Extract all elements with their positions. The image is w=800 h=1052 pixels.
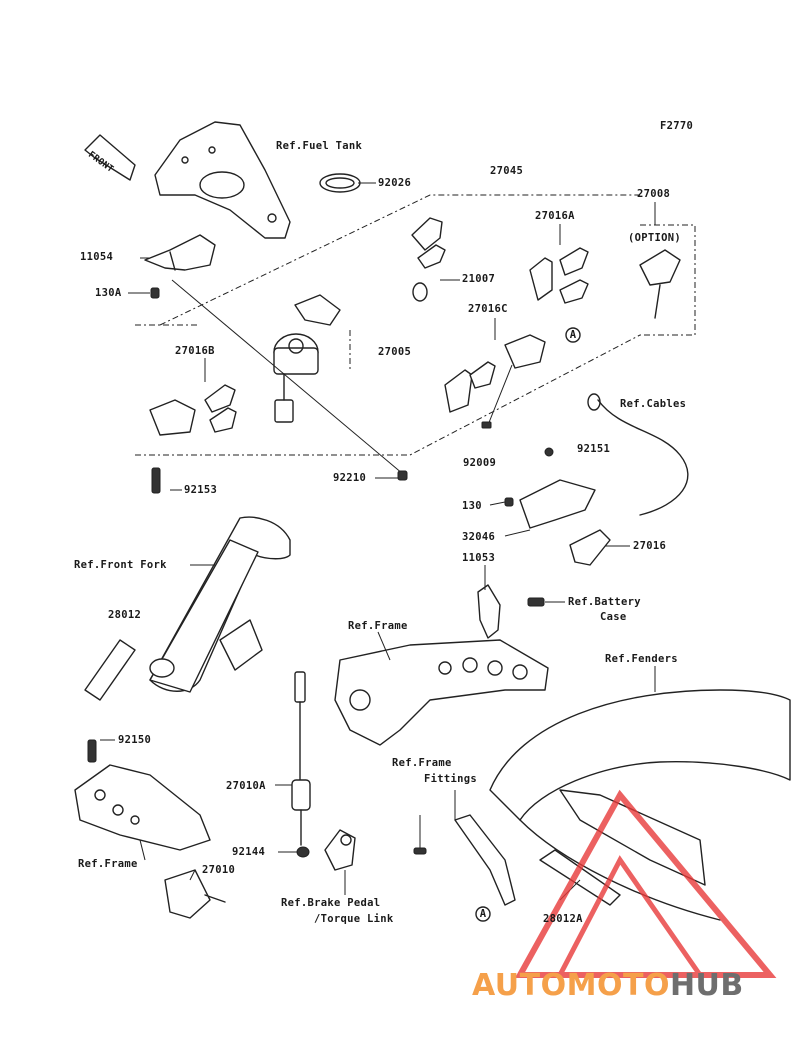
ring-92026 xyxy=(319,173,361,193)
label-torque-link: /Torque Link xyxy=(314,913,394,925)
label-27045: 27045 xyxy=(490,165,524,177)
label-ref-front-fork: Ref.Front Fork xyxy=(74,559,167,571)
label-ref-frame-bottom: Ref.Frame xyxy=(78,858,138,870)
fuel-tank-plate xyxy=(154,121,291,239)
label-92153: 92153 xyxy=(184,484,218,496)
label-27010a: 27010A xyxy=(226,780,266,792)
label-ref-frame-top: Ref.Frame xyxy=(348,620,408,632)
label-27008: 27008 xyxy=(637,188,671,200)
band-28012 xyxy=(84,639,136,701)
label-21007: 21007 xyxy=(462,273,496,285)
bolt-92009 xyxy=(481,421,492,429)
keys-21007 xyxy=(411,217,446,302)
marker-a-bottom xyxy=(475,906,491,922)
label-27016a: 27016A xyxy=(535,210,575,222)
lock-27016b xyxy=(149,384,237,436)
label-11054: 11054 xyxy=(80,251,114,263)
label-option: (OPTION) xyxy=(628,232,681,244)
label-27016: 27016 xyxy=(633,540,667,552)
leader-92009 xyxy=(487,364,513,426)
watermark-logo: AUTOMOTOHUB xyxy=(472,968,792,1008)
leader-92210 xyxy=(171,279,404,475)
ignition-switch-27005 xyxy=(273,294,341,423)
bolt-130a xyxy=(150,287,160,299)
figure-code: F2770 xyxy=(660,120,694,132)
label-92151: 92151 xyxy=(577,443,611,455)
front-arrow-icon xyxy=(84,134,136,181)
frame-fittings-bracket xyxy=(413,814,516,906)
bracket-11054 xyxy=(144,234,216,271)
frame-center xyxy=(334,639,549,746)
fender xyxy=(489,689,791,921)
sensor-27010a xyxy=(291,671,311,858)
label-case: Case xyxy=(600,611,627,623)
label-ref-frame-fittings-2: Fittings xyxy=(424,773,477,785)
frame-bottom-left xyxy=(74,739,226,919)
label-27016c: 27016C xyxy=(468,303,508,315)
label-32046: 32046 xyxy=(462,531,496,543)
label-130: 130 xyxy=(462,500,482,512)
brake-pedal-link xyxy=(324,829,356,871)
label-130a: 130A xyxy=(95,287,122,299)
bracket-11053 xyxy=(477,584,545,639)
dash-boundary xyxy=(135,194,696,456)
label-92026: 92026 xyxy=(378,177,412,189)
label-28012a: 28012A xyxy=(543,913,583,925)
label-92009: 92009 xyxy=(463,457,497,469)
label-ref-fuel-tank: Ref.Fuel Tank xyxy=(276,140,363,152)
watermark-part2: HUB xyxy=(669,968,744,1003)
label-11053: 11053 xyxy=(462,552,496,564)
front-fork xyxy=(149,516,291,693)
label-ref-fenders: Ref.Fenders xyxy=(605,653,678,665)
label-27010: 27010 xyxy=(202,864,236,876)
label-27005: 27005 xyxy=(378,346,412,358)
label-92210: 92210 xyxy=(333,472,367,484)
lock-27016c xyxy=(444,334,546,413)
bolt-92153 xyxy=(151,467,161,494)
key-27008 xyxy=(639,249,681,319)
watermark-part1: AUTOMOTO xyxy=(472,968,670,1003)
watermark-triangle-icon xyxy=(514,789,777,978)
label-28012: 28012 xyxy=(108,609,142,621)
label-ref-frame-fittings-1: Ref.Frame xyxy=(392,757,452,769)
marker-a-top xyxy=(565,327,581,343)
label-marker-a-bottom: A xyxy=(479,908,487,920)
label-ref-battery: Ref.Battery xyxy=(568,596,641,608)
nut-92210 xyxy=(397,470,408,481)
bracket-28012a xyxy=(539,789,706,906)
cable-ref-cables xyxy=(587,393,689,516)
label-marker-a-top: A xyxy=(569,329,577,341)
bracket-32046 xyxy=(504,447,611,566)
label-ref-brake-pedal: Ref.Brake Pedal xyxy=(281,897,381,909)
keys-27016a xyxy=(529,247,589,304)
label-ref-cables: Ref.Cables xyxy=(620,398,687,410)
label-27016b: 27016B xyxy=(175,345,215,357)
label-92150: 92150 xyxy=(118,734,152,746)
label-92144: 92144 xyxy=(232,846,266,858)
